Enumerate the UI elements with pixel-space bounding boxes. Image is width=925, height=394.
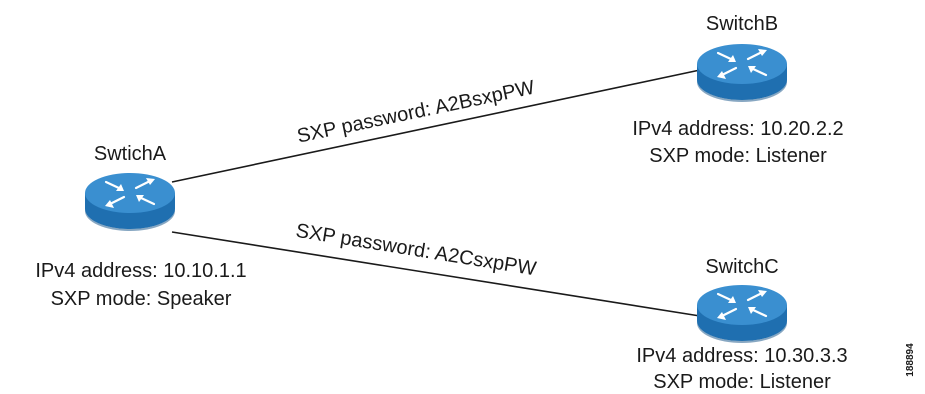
switch-c-ip: IPv4 address: 10.30.3.3 <box>636 345 847 367</box>
router-icon <box>695 283 789 345</box>
switch-c-name: SwitchC <box>705 256 778 278</box>
switch-a-name: SwtichA <box>94 143 167 165</box>
router-icon <box>83 171 177 233</box>
switch-a-mode: SXP mode: Speaker <box>51 288 232 310</box>
link-a-to-b-line <box>171 69 701 183</box>
switch-b-node: SwitchB IPv4 address: 10.20.2.2 SXP mode… <box>632 13 843 167</box>
switch-b-name: SwitchB <box>706 13 778 35</box>
switch-b-ip: IPv4 address: 10.20.2.2 <box>632 118 843 140</box>
switch-a-node: SwtichA IPv4 address: 10.10.1.1 SXP mode… <box>35 143 246 310</box>
router-icon <box>695 42 789 104</box>
link-a-to-c-line <box>171 231 701 317</box>
switch-c-node: SwitchC IPv4 address: 10.30.3.3 SXP mode… <box>636 256 847 393</box>
switch-a-ip: IPv4 address: 10.10.1.1 <box>35 260 246 282</box>
figure-id: 188894 <box>905 343 916 377</box>
switch-b-mode: SXP mode: Listener <box>649 145 827 167</box>
switch-c-mode: SXP mode: Listener <box>653 371 831 393</box>
